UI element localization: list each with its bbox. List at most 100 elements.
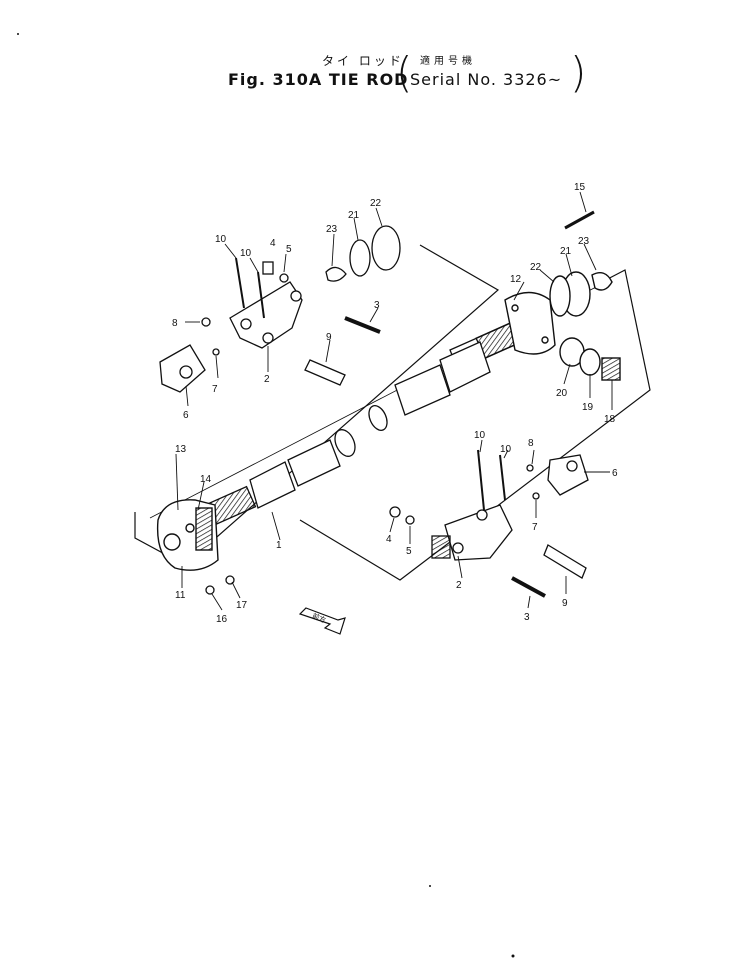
cotter-10c: [477, 449, 485, 511]
callout-3: 3: [374, 300, 380, 311]
bolt-3a: [344, 316, 381, 334]
callout-4: 4: [270, 238, 276, 249]
callout-labels: 15 22 21 23 10 10 4 5 3 8 9 2 7 6 12 22 …: [172, 182, 618, 625]
callout-15: 15: [574, 182, 586, 193]
forward-direction-arrow: 前方: [298, 607, 346, 635]
callout-19: 19: [582, 402, 594, 413]
callout-5: 5: [406, 546, 412, 557]
callout-9: 9: [326, 332, 332, 343]
callout-2: 2: [456, 580, 462, 591]
open-paren-glyph: (: [396, 48, 413, 97]
stray-mark: [511, 954, 515, 958]
clevis-hole-c: [290, 290, 302, 302]
close-paren-glyph: ): [570, 48, 587, 97]
nut-16: [205, 585, 215, 595]
lower-right-frame: [299, 269, 651, 581]
tube-segment-3: [287, 439, 341, 487]
washer-19: [579, 348, 601, 376]
stray-mark: [17, 33, 19, 35]
washer-7a: [212, 348, 220, 356]
callout-1: 1: [276, 540, 282, 551]
title-jp-text: タイ ロッド: [322, 54, 404, 68]
callout-2: 2: [264, 374, 270, 385]
nut-8a: [201, 317, 211, 327]
callout-16: 16: [216, 614, 228, 625]
callout-7: 7: [532, 522, 538, 533]
callout-12: 12: [510, 274, 522, 285]
callout-10: 10: [215, 234, 227, 245]
callout-22: 22: [370, 198, 382, 209]
cap-21a: [349, 239, 371, 277]
callout-6: 6: [612, 468, 618, 479]
coupler-thread: [431, 535, 451, 559]
clevis-hole-a: [240, 318, 252, 330]
ball-center-hole: [185, 523, 195, 533]
cap-22a: [371, 225, 401, 271]
callout-8: 8: [172, 318, 178, 329]
page-title: Fig. 310A TIE ROD: [228, 70, 408, 89]
callout-10: 10: [474, 430, 486, 441]
serial-japanese: 適用号機: [420, 56, 476, 67]
callout-8: 8: [528, 438, 534, 449]
pin-9b: [543, 544, 587, 579]
title-japanese: タイ ロッド: [322, 52, 404, 69]
tube-segment-4: [249, 461, 296, 509]
flange-bolt-1: [511, 304, 519, 312]
stray-mark: [429, 885, 431, 887]
bolt-3b: [511, 576, 546, 598]
callout-22: 22: [530, 262, 542, 273]
callout-10: 10: [240, 248, 252, 259]
leader-lines: [175, 191, 613, 611]
callout-21: 21: [348, 210, 360, 221]
callout-17: 17: [236, 600, 248, 611]
clamp-23a: [325, 266, 347, 282]
clevis2-hole-a: [476, 509, 488, 521]
callout-23: 23: [578, 236, 590, 247]
ring-center-2: [334, 429, 356, 457]
clevis2-hole-b: [452, 542, 464, 554]
nut-8b: [526, 464, 534, 472]
ball-socket-6b: [547, 454, 589, 496]
pin-9a: [304, 359, 346, 386]
washer-5a: [279, 273, 289, 283]
right-flange-end: [504, 210, 621, 381]
washer-7b: [532, 492, 540, 500]
callout-7: 7: [212, 384, 218, 395]
tube-segment-2: [394, 364, 451, 416]
callout-21: 21: [560, 246, 572, 257]
cap-22b: [549, 275, 571, 317]
callout-10: 10: [500, 444, 512, 455]
part-title: TIE ROD: [328, 70, 409, 89]
spring-18: [601, 357, 621, 381]
arrow-icon: [298, 607, 346, 635]
socket2-hole: [566, 460, 578, 472]
ball-flange-thread: [195, 507, 213, 551]
callout-9: 9: [562, 598, 568, 609]
cotter-10a: [235, 257, 245, 309]
callout-11: 11: [175, 590, 186, 601]
lower-clevis-group: [205, 449, 589, 598]
figure-number: Fig. 310A: [228, 70, 323, 89]
ball-hole: [163, 533, 181, 551]
clevis-body: [229, 281, 303, 349]
left-ball-end: [156, 499, 219, 571]
cotter-10b: [257, 271, 265, 319]
socket-hole: [179, 365, 193, 379]
bolt-15: [564, 210, 595, 230]
serial-number: Serial No. 3326~: [410, 70, 563, 89]
ring-center: [368, 405, 388, 431]
washer-5b: [405, 515, 415, 525]
callout-5: 5: [286, 244, 292, 255]
clevis-hole-b: [262, 332, 274, 344]
tube-segment-1: [439, 341, 491, 393]
callout-23: 23: [326, 224, 338, 235]
cotter-10d: [499, 454, 506, 501]
callout-13: 13: [175, 444, 187, 455]
callout-4: 4: [386, 534, 392, 545]
upper-clevis-group: [159, 225, 401, 393]
callout-3: 3: [524, 612, 530, 623]
callout-14: 14: [200, 474, 212, 485]
nut-4a: [262, 261, 274, 275]
